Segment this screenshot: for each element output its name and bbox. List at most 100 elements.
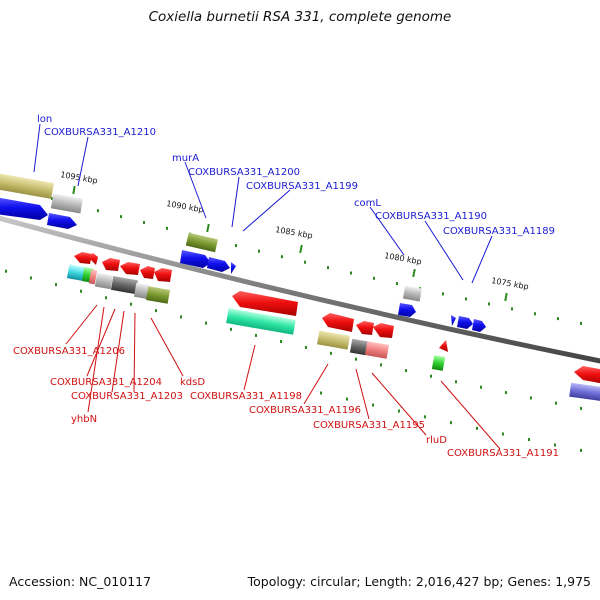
track-dot bbox=[405, 369, 407, 373]
gene-arrow bbox=[140, 266, 155, 279]
gene-block bbox=[94, 272, 114, 290]
track-dot bbox=[476, 426, 478, 430]
gene-label-coxbursa331-a1199: COXBURSA331_A1199 bbox=[246, 181, 358, 192]
gene-block bbox=[364, 341, 390, 359]
track-dot bbox=[97, 209, 99, 213]
gene-label-coxbursa331-a1191: COXBURSA331_A1191 bbox=[447, 448, 559, 459]
track-dot bbox=[505, 391, 507, 395]
gene-label-coml: comL bbox=[354, 198, 381, 209]
genome-summary: Topology: circular; Length: 2,016,427 bp… bbox=[247, 574, 591, 589]
forward-track-features bbox=[0, 173, 486, 332]
gene-label-coxbursa331-a1198: COXBURSA331_A1198 bbox=[190, 391, 302, 402]
gene-block bbox=[569, 382, 600, 402]
track-dot bbox=[305, 345, 307, 349]
track-dot bbox=[534, 312, 536, 316]
track-dot bbox=[281, 255, 283, 259]
gene-label-yhbn: yhbN bbox=[71, 414, 97, 425]
gene-label-coxbursa331-a1210: COXBURSA331_A1210 bbox=[44, 127, 156, 138]
track-dot bbox=[51, 197, 53, 201]
track-dot bbox=[355, 357, 357, 361]
gene-arrow bbox=[154, 268, 172, 282]
track-dot bbox=[373, 276, 375, 280]
tick-label: 1075 kbp bbox=[491, 276, 530, 291]
gene-label-coxbursa331-a1196: COXBURSA331_A1196 bbox=[249, 405, 361, 416]
track-dot bbox=[320, 391, 322, 395]
gene-arrow bbox=[398, 303, 416, 317]
gene-arrow bbox=[322, 313, 354, 332]
track-dot bbox=[442, 292, 444, 296]
gene-arrow bbox=[457, 316, 473, 329]
track-dot bbox=[530, 396, 532, 400]
track-dot bbox=[465, 297, 467, 301]
gene-block bbox=[133, 282, 151, 300]
track-dot bbox=[580, 448, 582, 452]
track-dot bbox=[511, 307, 513, 311]
gene-arrow bbox=[102, 258, 120, 271]
genome-backbone bbox=[0, 215, 600, 364]
dotted-tracks bbox=[5, 184, 582, 452]
gene-block bbox=[317, 330, 350, 350]
tick-label: 1085 kbp bbox=[275, 225, 314, 240]
track-dot bbox=[554, 443, 556, 447]
gene-arrow bbox=[574, 366, 600, 384]
track-dot bbox=[424, 415, 426, 419]
track-dot bbox=[235, 244, 237, 248]
gene-block bbox=[50, 193, 83, 214]
gene-label-coxbursa331-a1189: COXBURSA331_A1189 bbox=[443, 226, 555, 237]
gene-arrow bbox=[88, 253, 98, 265]
track-dot bbox=[105, 296, 107, 300]
gene-block bbox=[88, 269, 98, 285]
gene-block bbox=[431, 355, 446, 371]
track-dot bbox=[396, 282, 398, 286]
reverse-labels bbox=[65, 304, 501, 450]
gene-arrow bbox=[207, 257, 230, 272]
gene-block bbox=[349, 338, 369, 356]
track-dot bbox=[480, 385, 482, 389]
gene-arrow bbox=[0, 197, 48, 220]
tick-label: 1090 kbp bbox=[166, 199, 205, 214]
gene-block bbox=[0, 173, 54, 199]
gene-arrow bbox=[451, 315, 456, 326]
track-dot bbox=[580, 321, 582, 325]
forward-labels bbox=[33, 123, 493, 284]
track-dot bbox=[205, 321, 207, 325]
track-dot bbox=[455, 380, 457, 384]
map-title: Coxiella burnetii RSA 331, complete geno… bbox=[148, 9, 452, 25]
gene-arrow bbox=[232, 291, 298, 316]
gene-label-coxbursa331-a1204: COXBURSA331_A1204 bbox=[50, 377, 162, 388]
track-dot bbox=[488, 302, 490, 306]
gene-label-coxbursa331-a1195: COXBURSA331_A1195 bbox=[313, 420, 425, 431]
accession-label: Accession: NC_010117 bbox=[9, 574, 152, 589]
track-dot bbox=[80, 289, 82, 293]
track-dot bbox=[130, 302, 132, 306]
gene-arrow bbox=[231, 262, 236, 274]
track-dot bbox=[372, 403, 374, 407]
track-dot bbox=[166, 226, 168, 230]
track-dot bbox=[255, 333, 257, 337]
gene-label-coxbursa331-a1203: COXBURSA331_A1203 bbox=[71, 391, 183, 402]
gene-arrow bbox=[180, 250, 211, 268]
track-dot bbox=[380, 363, 382, 367]
track-dot bbox=[120, 215, 122, 219]
gene-label-coxbursa331-a1206: COXBURSA331_A1206 bbox=[13, 346, 125, 357]
track-dot bbox=[555, 401, 557, 405]
track-dot bbox=[258, 249, 260, 253]
gene-arrow bbox=[74, 252, 92, 264]
track-dot bbox=[580, 406, 582, 410]
reverse-label-texts: COXBURSA331_A1206 COXBURSA331_A1204 COXB… bbox=[13, 346, 559, 459]
track-dot bbox=[450, 421, 452, 425]
track-dot bbox=[280, 339, 282, 343]
track-dot bbox=[304, 260, 306, 264]
track-dot bbox=[398, 409, 400, 413]
track-dot bbox=[143, 221, 145, 225]
gene-block bbox=[185, 232, 218, 253]
forward-label-texts: lon COXBURSA331_A1210 murA COXBURSA331_A… bbox=[37, 114, 555, 237]
track-dot bbox=[230, 327, 232, 331]
track-dot bbox=[55, 283, 57, 287]
gene-label-coxbursa331-a1190: COXBURSA331_A1190 bbox=[375, 211, 487, 222]
gene-label-coxbursa331-a1200: COXBURSA331_A1200 bbox=[188, 167, 300, 178]
gene-block bbox=[226, 308, 296, 335]
gene-block bbox=[110, 276, 139, 295]
gene-arrow bbox=[47, 213, 77, 229]
